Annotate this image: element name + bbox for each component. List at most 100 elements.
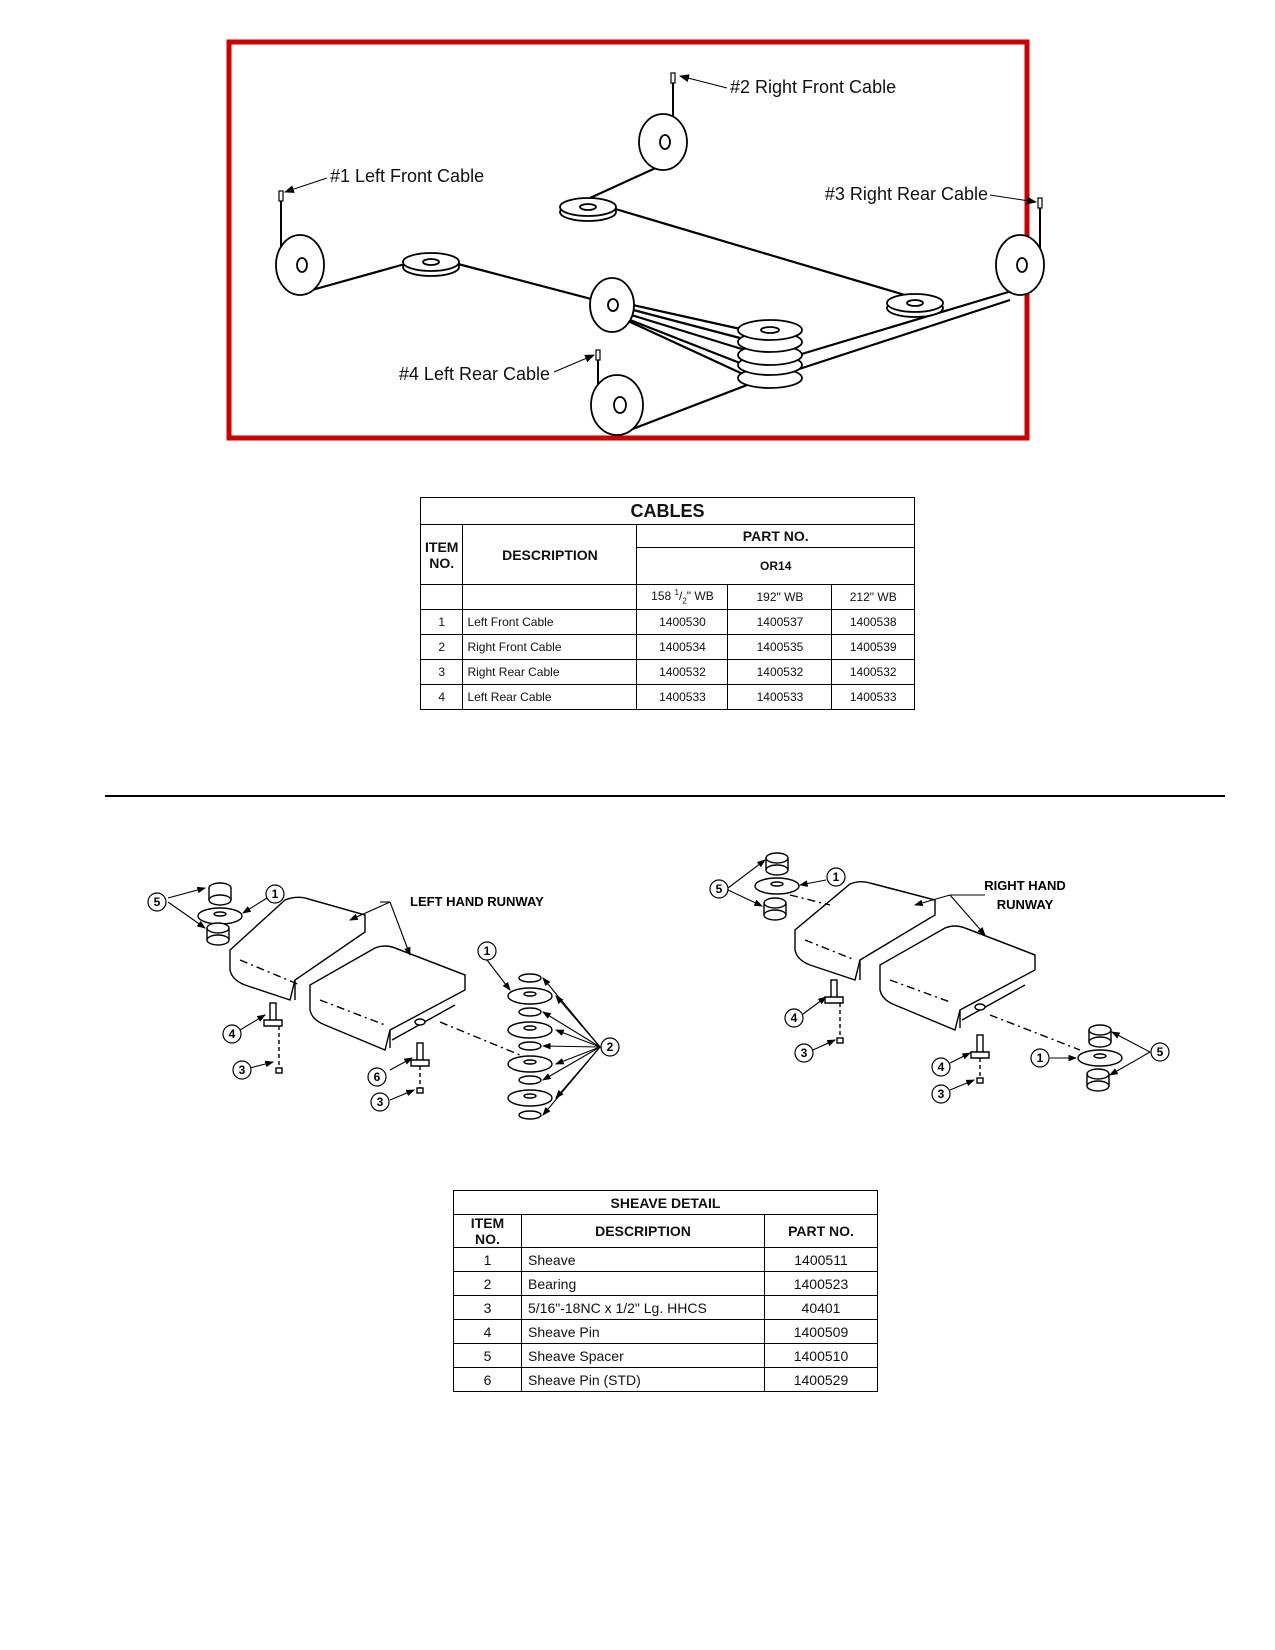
callout-5: 5 (716, 882, 723, 896)
left-runway-callouts (167, 886, 601, 1116)
callout-5: 5 (1157, 1045, 1164, 1059)
empty-cell (462, 584, 638, 610)
table-row: 2 Right Front Cable 1400534 1400535 1400… (419, 634, 915, 660)
cell-item: 3 (419, 659, 464, 685)
cell-part: 1400532 (727, 659, 833, 685)
callout-1: 1 (833, 870, 840, 884)
callout-6: 6 (374, 1070, 381, 1084)
cell-part: 1400523 (764, 1271, 878, 1296)
cell-desc: Bearing (521, 1271, 765, 1296)
cell-part: 1400538 (831, 609, 915, 635)
cell-item: 1 (419, 609, 464, 635)
callout-1: 1 (484, 944, 491, 958)
table-row: 4 Left Rear Cable 1400533 1400533 140053… (419, 684, 915, 710)
table-row: 1 Sheave 1400511 (453, 1247, 878, 1272)
left-hand-runway-label: LEFT HAND RUNWAY (410, 894, 544, 909)
cell-part: 1400532 (636, 659, 729, 685)
cell-part: 1400535 (727, 634, 833, 660)
right-hand-runway-label-2: RUNWAY (997, 897, 1054, 912)
col-wb-158: 158 1/2" WB (636, 584, 729, 610)
left-runway-diagram (197, 882, 553, 1120)
sheave-icons (275, 113, 1045, 436)
callout-2: 2 (607, 1040, 614, 1054)
col-wb-212: 212" WB (831, 584, 915, 610)
col-part-no: PART NO. (636, 524, 915, 548)
table-row: 2 Bearing 1400523 (453, 1271, 878, 1296)
cell-part: 40401 (764, 1295, 878, 1320)
table-row: 3 Right Rear Cable 1400532 1400532 14005… (419, 659, 915, 685)
right-runway-diagram (754, 852, 1123, 1092)
right-runway-callout-circles: 5 1 5 1 4 3 4 3 (709, 867, 1170, 1104)
callout-3: 3 (239, 1063, 246, 1077)
left-runway-callout-circles: 5 1 1 2 4 3 6 3 (147, 884, 620, 1112)
right-runway-callouts (727, 859, 1151, 1091)
sheave-table-title: SHEAVE DETAIL (453, 1190, 878, 1215)
col-description: DESCRIPTION (462, 524, 638, 585)
table-row: 6 Sheave Pin (STD) 1400529 (453, 1367, 878, 1392)
cables-table: CABLES ITEM NO. DESCRIPTION PART NO. OR1… (419, 497, 915, 710)
cell-item: 4 (453, 1319, 522, 1344)
col-item-no: ITEM NO. (453, 1214, 522, 1248)
cable-lines (311, 164, 1016, 432)
cell-item: 2 (453, 1271, 522, 1296)
cell-desc: Right Front Cable (462, 634, 638, 660)
cell-desc: Sheave Pin (521, 1319, 765, 1344)
callout-1: 1 (1037, 1051, 1044, 1065)
label-right-rear-cable: #3 Right Rear Cable (825, 184, 988, 204)
cell-part: 1400539 (831, 634, 915, 660)
cell-item: 2 (419, 634, 464, 660)
cell-part: 1400534 (636, 634, 729, 660)
callout-4: 4 (229, 1027, 236, 1041)
cell-item: 1 (453, 1247, 522, 1272)
label-right-front-cable: #2 Right Front Cable (730, 77, 896, 97)
cell-desc: 5/16"-18NC x 1/2" Lg. HHCS (521, 1295, 765, 1320)
cable-ends (278, 72, 1043, 400)
cell-part: 1400533 (636, 684, 729, 710)
callout-1: 1 (272, 887, 279, 901)
table-row: 1 Left Front Cable 1400530 1400537 14005… (419, 609, 915, 635)
cell-desc: Sheave Spacer (521, 1343, 765, 1368)
cell-item: 4 (419, 684, 464, 710)
callout-4: 4 (938, 1060, 945, 1074)
callout-3: 3 (938, 1087, 945, 1101)
table-row: 3 5/16"-18NC x 1/2" Lg. HHCS 40401 (453, 1295, 878, 1320)
table-row: 5 Sheave Spacer 1400510 (453, 1343, 878, 1368)
cable-routing-diagram: #2 Right Front Cable #1 Left Front Cable… (226, 39, 1045, 441)
cell-part: 1400532 (831, 659, 915, 685)
cell-item: 3 (453, 1295, 522, 1320)
cell-desc: Sheave Pin (STD) (521, 1367, 765, 1392)
label-left-rear-cable: #4 Left Rear Cable (399, 364, 550, 384)
col-item-no: ITEM NO. (419, 524, 464, 585)
section-divider (105, 795, 1225, 797)
right-hand-runway-label-1: RIGHT HAND (984, 878, 1066, 893)
model-or14: OR14 (636, 547, 915, 585)
cell-desc: Left Rear Cable (462, 684, 638, 710)
cell-part: 1400510 (764, 1343, 878, 1368)
cell-part: 1400530 (636, 609, 729, 635)
cell-desc: Sheave (521, 1247, 765, 1272)
callout-3: 3 (801, 1046, 808, 1060)
table-row: 4 Sheave Pin 1400509 (453, 1319, 878, 1344)
cable-labels: #2 Right Front Cable #1 Left Front Cable… (284, 74, 1037, 384)
cell-part: 1400511 (764, 1247, 878, 1272)
callout-3: 3 (377, 1095, 384, 1109)
callout-5: 5 (154, 895, 161, 909)
cell-desc: Right Rear Cable (462, 659, 638, 685)
cell-part: 1400533 (727, 684, 833, 710)
horizontal-sheave-icons (402, 197, 944, 389)
callout-4: 4 (791, 1011, 798, 1025)
cell-desc: Left Front Cable (462, 609, 638, 635)
cell-part: 1400537 (727, 609, 833, 635)
cell-part: 1400509 (764, 1319, 878, 1344)
col-part-no: PART NO. (764, 1214, 878, 1248)
col-description: DESCRIPTION (521, 1214, 765, 1248)
cell-part: 1400533 (831, 684, 915, 710)
label-left-front-cable: #1 Left Front Cable (330, 166, 484, 186)
cell-item: 5 (453, 1343, 522, 1368)
cell-part: 1400529 (764, 1367, 878, 1392)
runway-diagrams: 5 1 1 2 4 3 6 3 LEFT HAND RUNWAY (147, 852, 1170, 1120)
sheave-detail-table: SHEAVE DETAIL ITEM NO. DESCRIPTION PART … (453, 1190, 878, 1392)
cell-item: 6 (453, 1367, 522, 1392)
col-wb-192: 192" WB (727, 584, 833, 610)
empty-cell (419, 584, 464, 610)
